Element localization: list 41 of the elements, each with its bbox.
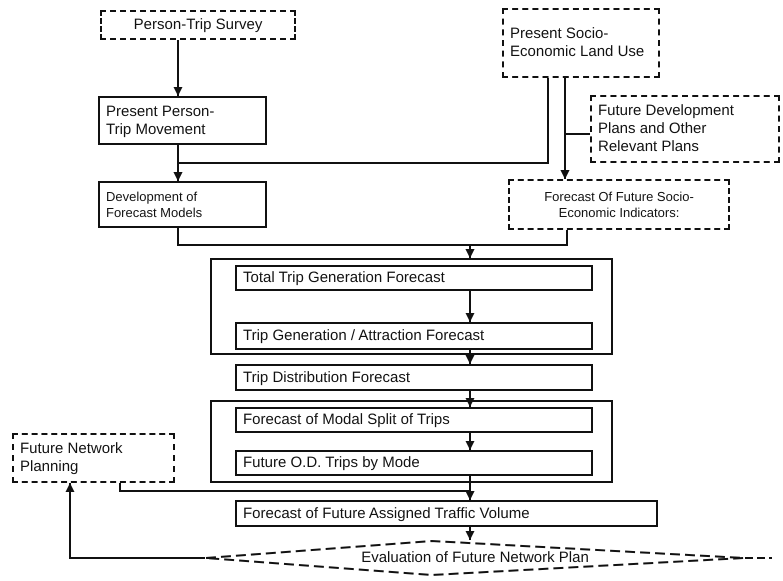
node-label: Present Socio-Economic Land Use (509, 25, 646, 61)
node-label: Future Development Plans and Other Relevant Plans (597, 102, 735, 156)
group-box (210, 258, 613, 355)
node-label: Future O.D. Trips by Mode (242, 454, 421, 472)
node-label: Person-Trip Survey (132, 16, 264, 34)
node-label: Total Trip Generation Forecast (242, 269, 446, 287)
survey-box (100, 10, 296, 40)
process-box (235, 500, 658, 527)
group-box (210, 400, 613, 483)
process-box (235, 407, 593, 433)
input-box (502, 8, 660, 78)
connector-arrow (174, 40, 182, 96)
node-label: Forecast of Future Assigned Traffic Volume (242, 504, 531, 522)
connector-arrow (466, 527, 474, 540)
process-box (98, 181, 267, 228)
evaluation-hexagon (205, 540, 745, 576)
input-box (590, 95, 780, 163)
process-box (235, 450, 593, 476)
process-box (235, 322, 593, 350)
planning-box (12, 433, 175, 483)
node-label: Trip Generation / Attraction Forecast (242, 327, 486, 345)
process-box (235, 265, 593, 291)
node-label: Development of Forecast Models (105, 188, 204, 220)
node-label: Evaluation of Future Network Plan (360, 549, 590, 567)
node-label: Trip Distribution Forecast (242, 368, 411, 386)
node-label: Forecast of Modal Split of Trips (242, 411, 451, 429)
node-label: Future Network Planning (19, 440, 124, 476)
connector-arrow (560, 133, 590, 179)
connector-arrow (174, 78, 549, 181)
connector-arrow (466, 350, 474, 364)
connector-arrow (119, 483, 474, 500)
process-box (98, 96, 267, 145)
connector-arrow (466, 291, 474, 322)
process-box (235, 364, 593, 391)
connector-arrow (466, 230, 568, 258)
connector-arrow (466, 433, 474, 450)
connector-arrow (66, 483, 205, 559)
input-box (508, 179, 730, 230)
connector-arrow (466, 391, 474, 407)
node-label: Forecast Of Future Socio-Economic Indicators: (543, 188, 695, 220)
node-label: Present Person-Trip Movement (105, 102, 216, 138)
